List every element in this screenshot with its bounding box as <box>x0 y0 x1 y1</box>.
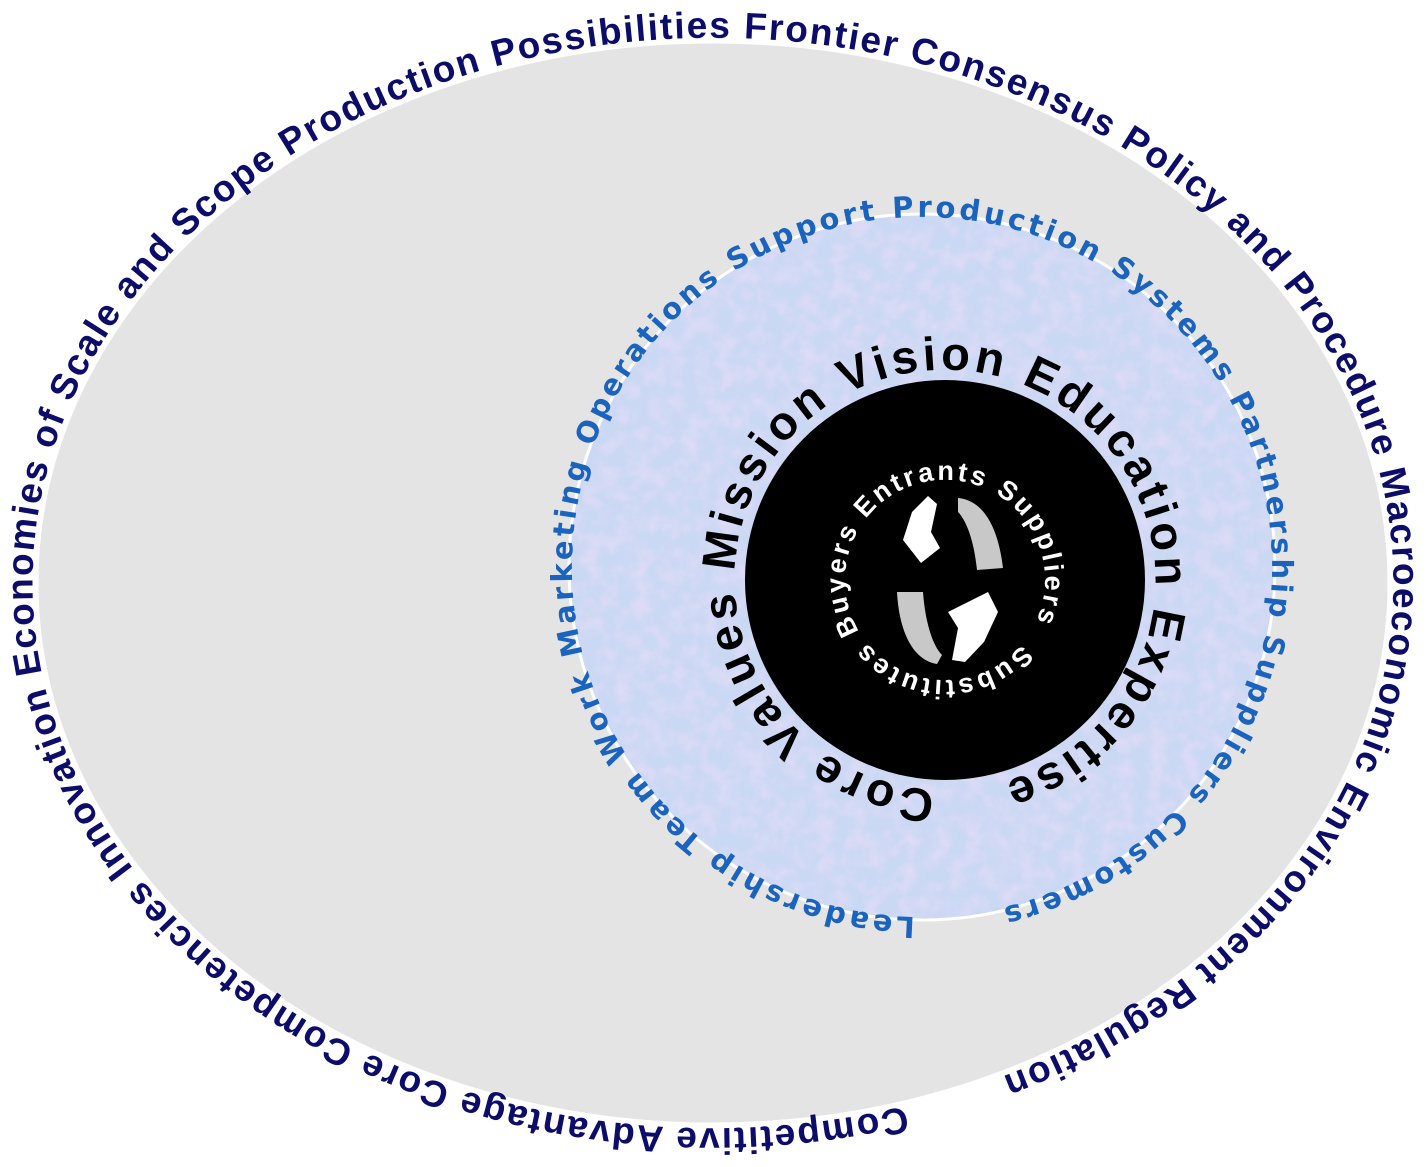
cycle-arrows-icon <box>897 496 1003 664</box>
core-black-circle <box>745 380 1145 780</box>
